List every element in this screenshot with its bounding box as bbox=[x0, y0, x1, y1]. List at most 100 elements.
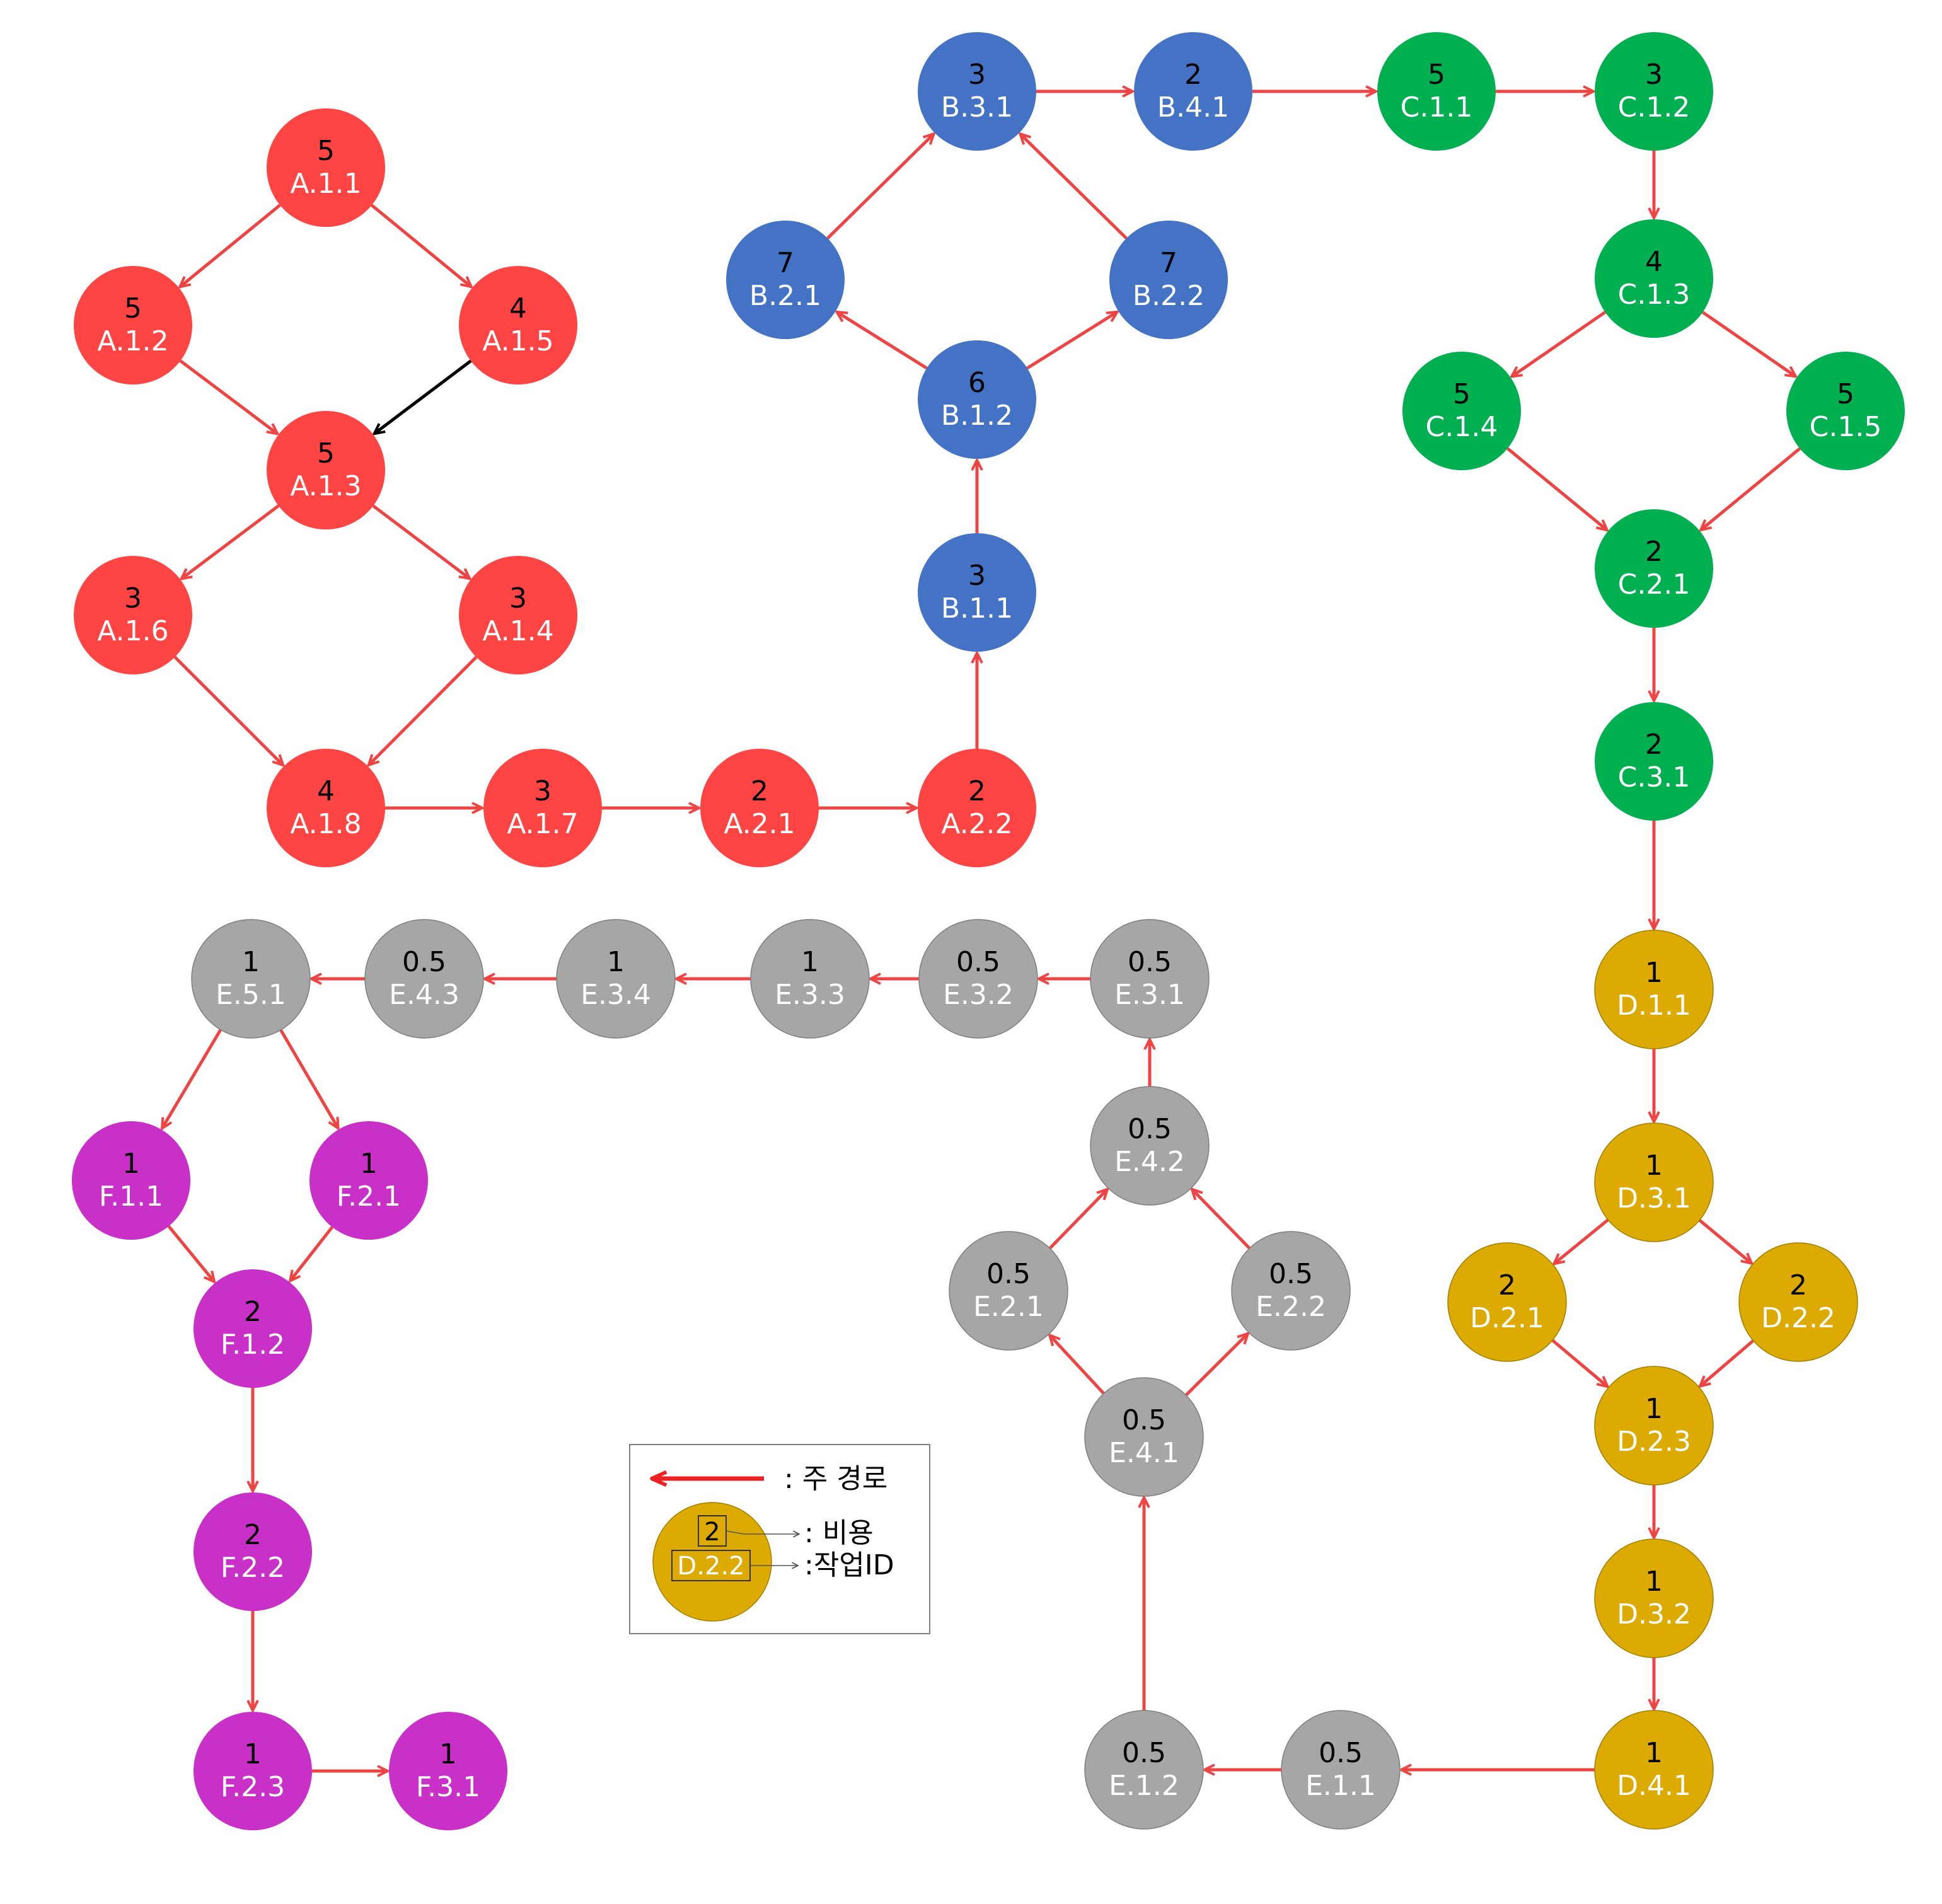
node-id: D.4.1 bbox=[1617, 1770, 1691, 1802]
node-F.2.1: 1F.2.1 bbox=[309, 1121, 428, 1240]
node-circle bbox=[1090, 1086, 1210, 1206]
node-cost: 1 bbox=[360, 1148, 378, 1180]
node-E.1.1: 0.5E.1.1 bbox=[1281, 1710, 1401, 1830]
node-id: E.2.2 bbox=[1256, 1291, 1326, 1323]
edge-B.2.1-to-B.3.1 bbox=[826, 134, 934, 239]
node-cost: 2 bbox=[1789, 1269, 1807, 1301]
node-circle bbox=[726, 221, 845, 339]
node-A.1.6: 3A.1.6 bbox=[74, 556, 192, 674]
node-A.1.7: 3A.1.7 bbox=[483, 749, 602, 867]
edge-E.4.1-to-E.2.1 bbox=[1049, 1335, 1105, 1395]
node-E.2.2: 0.5E.2.2 bbox=[1231, 1231, 1351, 1351]
node-cost: 7 bbox=[1160, 247, 1177, 279]
node-id: A.1.3 bbox=[290, 470, 361, 502]
node-circle bbox=[1402, 352, 1521, 470]
node-cost: 1 bbox=[1645, 1150, 1663, 1182]
node-E.4.2: 0.5E.4.2 bbox=[1090, 1086, 1210, 1206]
legend-cost-pointer bbox=[725, 1530, 799, 1534]
node-id: E.3.3 bbox=[775, 979, 845, 1011]
node-B.2.2: 7B.2.2 bbox=[1109, 221, 1228, 339]
node-circle bbox=[1090, 919, 1210, 1039]
node-circle bbox=[309, 1121, 428, 1240]
node-circle bbox=[74, 266, 192, 384]
node-id: A.1.7 bbox=[507, 808, 578, 840]
node-D.3.1: 1D.3.1 bbox=[1594, 1122, 1714, 1242]
edge-C.1.5-to-C.2.1 bbox=[1701, 447, 1801, 530]
node-cost: 2 bbox=[968, 775, 986, 807]
node-cost: 0.5 bbox=[1122, 1404, 1166, 1436]
node-circle bbox=[194, 1712, 312, 1830]
node-id: C.1.2 bbox=[1618, 91, 1691, 124]
node-circle bbox=[1595, 509, 1713, 628]
node-E.1.2: 0.5E.1.2 bbox=[1084, 1710, 1204, 1830]
node-id: D.1.1 bbox=[1617, 990, 1691, 1022]
node-A.1.5: 4A.1.5 bbox=[459, 266, 577, 384]
node-E.4.1: 0.5E.4.1 bbox=[1084, 1377, 1204, 1497]
edge-E.2.1-to-E.4.2 bbox=[1048, 1189, 1107, 1250]
node-E.4.3: 0.5E.4.3 bbox=[364, 919, 484, 1039]
node-cost: 2 bbox=[1498, 1269, 1516, 1301]
node-cost: 3 bbox=[534, 775, 552, 807]
node-cost: 1 bbox=[439, 1738, 457, 1770]
node-id: A.1.2 bbox=[97, 325, 168, 357]
node-C.1.2: 3C.1.2 bbox=[1595, 32, 1713, 151]
edge-F.2.1-to-F.1.2 bbox=[290, 1226, 334, 1281]
node-circle bbox=[1594, 1538, 1714, 1658]
node-cost: 1 bbox=[122, 1148, 140, 1180]
node-circle bbox=[700, 749, 819, 867]
node-circle bbox=[1594, 930, 1714, 1049]
node-circle bbox=[459, 556, 577, 674]
node-cost: 3 bbox=[509, 582, 527, 614]
node-cost: 4 bbox=[1645, 246, 1663, 278]
node-circle bbox=[1281, 1710, 1401, 1830]
edge-B.2.2-to-B.3.1 bbox=[1020, 134, 1128, 239]
nodes-layer: 5A.1.15A.1.24A.1.55A.1.33A.1.63A.1.44A.1… bbox=[72, 32, 1905, 1830]
node-cost: 3 bbox=[968, 560, 986, 592]
edge-A.1.6-to-A.1.8 bbox=[173, 655, 283, 765]
node-F.2.3: 1F.2.3 bbox=[194, 1712, 312, 1830]
node-cost: 5 bbox=[1453, 378, 1471, 410]
node-cost: 1 bbox=[1645, 1737, 1663, 1769]
node-A.2.2: 2A.2.2 bbox=[918, 749, 1036, 867]
edge-B.1.2-to-B.2.2 bbox=[1026, 312, 1118, 370]
node-circle bbox=[1595, 702, 1713, 821]
node-id: C.1.3 bbox=[1618, 279, 1691, 311]
node-circle bbox=[364, 919, 484, 1039]
node-E.5.1: 1E.5.1 bbox=[191, 919, 311, 1039]
node-B.4.1: 2B.4.1 bbox=[1134, 32, 1252, 151]
edge-A.1.1-to-A.1.5 bbox=[371, 204, 471, 287]
node-id: E.3.1 bbox=[1114, 979, 1185, 1011]
node-id: E.2.1 bbox=[973, 1291, 1044, 1323]
node-A.1.8: 4A.1.8 bbox=[267, 749, 385, 867]
node-cost: 2 bbox=[751, 775, 768, 807]
node-cost: 2 bbox=[1184, 59, 1202, 91]
edge-E.5.1-to-F.2.1 bbox=[279, 1029, 338, 1128]
node-circle bbox=[750, 919, 870, 1039]
edge-A.1.2-to-A.1.3 bbox=[179, 359, 277, 434]
node-circle bbox=[918, 749, 1036, 867]
node-id: E.4.1 bbox=[1109, 1437, 1179, 1469]
node-cost: 2 bbox=[244, 1296, 262, 1328]
node-circle bbox=[267, 108, 385, 227]
node-id: F.3.1 bbox=[416, 1771, 480, 1803]
node-id: A.1.8 bbox=[290, 808, 361, 840]
node-circle bbox=[1594, 1122, 1714, 1242]
node-cost: 1 bbox=[1645, 1566, 1663, 1598]
node-cost: 0.5 bbox=[1128, 946, 1172, 978]
node-id: B.3.1 bbox=[941, 91, 1013, 124]
node-circle bbox=[1595, 32, 1713, 151]
node-circle bbox=[1738, 1242, 1858, 1362]
edge-A.1.3-to-A.1.6 bbox=[182, 504, 280, 579]
node-id: B.1.1 bbox=[941, 592, 1013, 625]
node-E.3.3: 1E.3.3 bbox=[750, 919, 870, 1039]
edge-C.1.3-to-C.1.5 bbox=[1701, 311, 1796, 376]
node-cost: 2 bbox=[1645, 729, 1663, 761]
node-D.1.1: 1D.1.1 bbox=[1594, 930, 1714, 1049]
node-cost: 5 bbox=[317, 437, 335, 470]
node-circle bbox=[1595, 219, 1713, 338]
node-C.1.5: 5C.1.5 bbox=[1786, 352, 1905, 470]
node-cost: 5 bbox=[124, 292, 142, 325]
node-E.3.4: 1E.3.4 bbox=[556, 919, 676, 1039]
node-F.1.1: 1F.1.1 bbox=[72, 1121, 190, 1240]
